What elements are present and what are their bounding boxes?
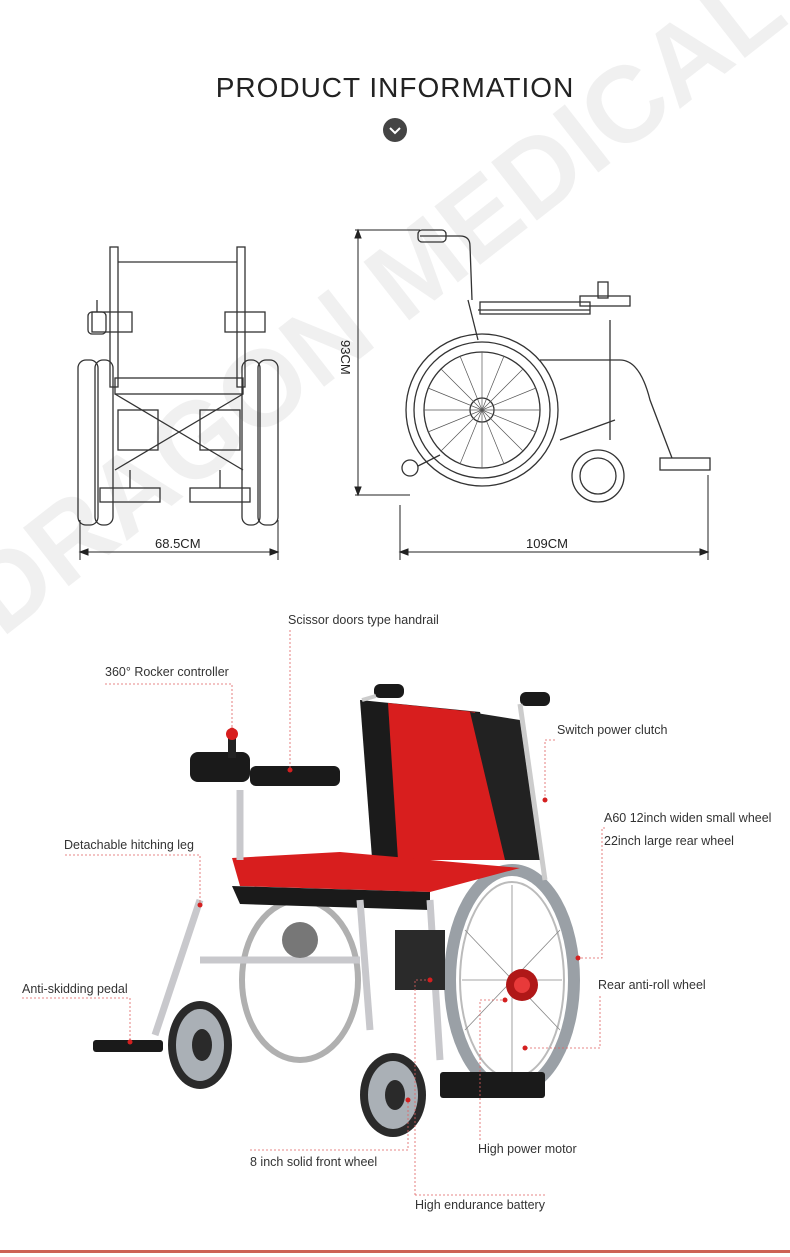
wheelchair-illustration bbox=[93, 684, 580, 1137]
label-rocker-controller: 360° Rocker controller bbox=[105, 665, 229, 679]
label-power-clutch: Switch power clutch bbox=[557, 723, 668, 737]
width-dimension-line bbox=[78, 520, 280, 560]
front-view-drawing bbox=[77, 246, 279, 526]
height-dimension-line bbox=[354, 228, 420, 497]
page-title: PRODUCT INFORMATION bbox=[215, 72, 575, 103]
callout-lines bbox=[22, 630, 605, 1196]
chevron-down-icon[interactable] bbox=[383, 118, 407, 142]
foot-pedal-left bbox=[93, 1040, 163, 1052]
label-scissor-handrail: Scissor doors type handrail bbox=[288, 613, 439, 627]
label-small-wheel: A60 12inch widen small wheel bbox=[604, 811, 772, 825]
front-wheel-left bbox=[168, 1001, 232, 1089]
footer-divider bbox=[0, 1250, 790, 1253]
label-battery: High endurance battery bbox=[415, 1198, 545, 1212]
label-motor: High power motor bbox=[478, 1142, 577, 1156]
width-dimension-label: 68.5CM bbox=[155, 536, 201, 551]
backrest bbox=[360, 700, 540, 860]
label-rear-wheel: 22inch large rear wheel bbox=[604, 834, 734, 848]
side-view-spokes bbox=[424, 352, 540, 468]
length-dimension-line bbox=[398, 475, 710, 560]
foot-pedal-right bbox=[440, 1072, 545, 1098]
label-front-wheel: 8 inch solid front wheel bbox=[250, 1155, 378, 1169]
battery-box bbox=[395, 930, 445, 990]
side-view-drawing bbox=[401, 229, 711, 503]
rear-wheel bbox=[444, 864, 580, 1096]
label-hitching-leg: Detachable hitching leg bbox=[64, 838, 194, 852]
label-pedal: Anti-skidding pedal bbox=[22, 982, 128, 996]
front-wheel-right bbox=[360, 1053, 426, 1137]
seat-cushion bbox=[232, 852, 520, 892]
controller-joystick bbox=[190, 728, 250, 782]
label-anti-roll: Rear anti-roll wheel bbox=[598, 978, 706, 992]
height-dimension-label: 93CM bbox=[338, 340, 353, 375]
length-dimension-label: 109CM bbox=[526, 536, 568, 551]
